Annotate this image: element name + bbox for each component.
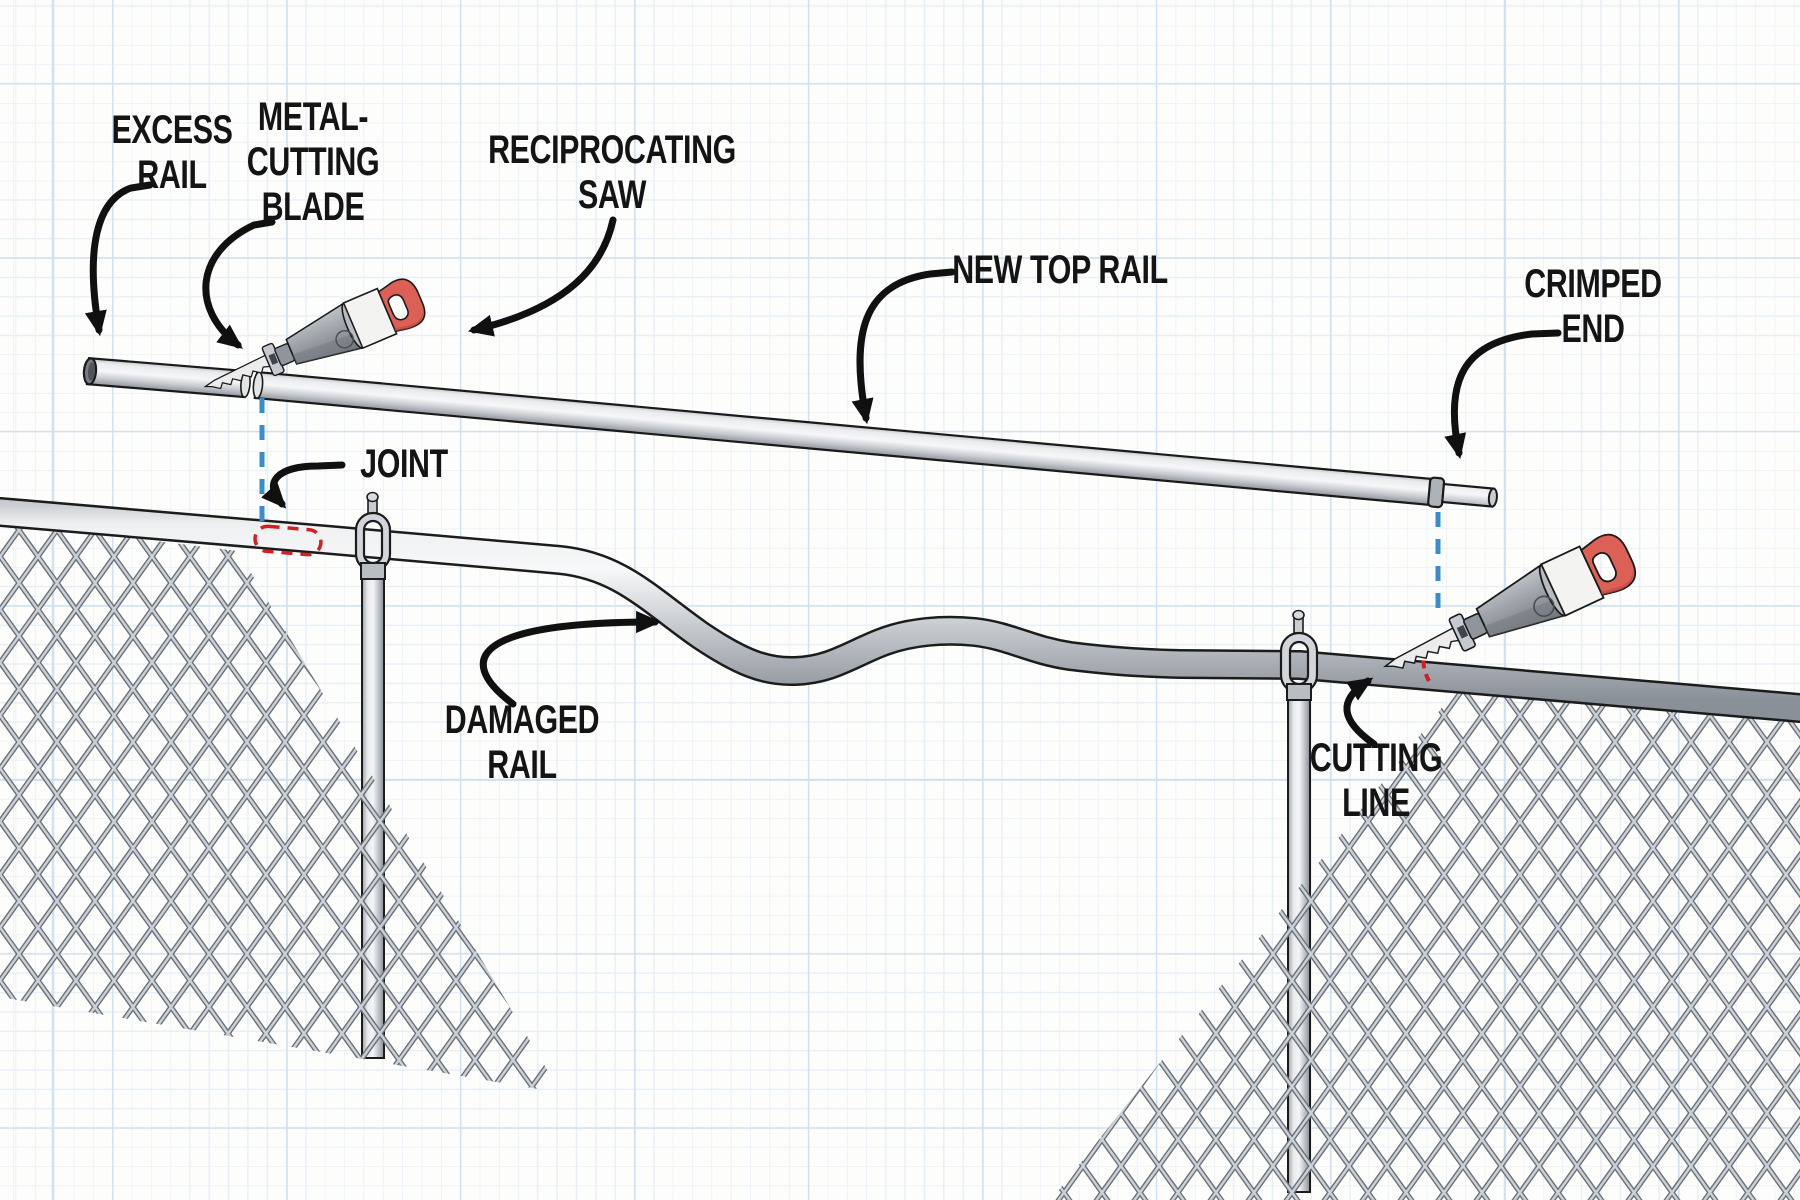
label-line: NEW TOP RAIL	[952, 248, 1168, 292]
label-excess-rail: EXCESS RAIL	[73, 108, 271, 198]
label-line: RAIL	[487, 743, 557, 788]
label-line: CUTTING	[246, 140, 380, 185]
leader-metal-cutting-blade	[202, 218, 276, 349]
label-line: RAIL	[137, 153, 207, 198]
label-line: BLADE	[261, 185, 365, 230]
leader-excess-rail	[84, 181, 154, 337]
crimped-end-illustration	[1427, 476, 1498, 509]
label-crimped-end: CRIMPED END	[1479, 262, 1707, 352]
leader-damaged-rail	[479, 610, 662, 708]
label-line: END	[1561, 307, 1625, 352]
label-damaged-rail: DAMAGED RAIL	[408, 698, 636, 788]
leader-reciprocating-saw	[467, 216, 617, 337]
label-line: JOINT	[360, 442, 448, 486]
leader-joint	[261, 461, 346, 509]
post-cap-right	[1279, 609, 1319, 701]
label-cutting-line: CUTTING LINE	[1262, 736, 1490, 826]
label-line: DAMAGED	[444, 698, 600, 742]
label-line: EXCESS	[111, 108, 233, 152]
damaged-rail-illustration	[0, 497, 1800, 723]
joint-marker	[253, 524, 323, 557]
post-cap-left	[354, 491, 392, 580]
label-line: CRIMPED	[1524, 262, 1662, 306]
label-metal-cutting-blade: METAL- CUTTING BLADE	[199, 95, 427, 231]
leader-new-top-rail	[851, 268, 956, 425]
label-line: RECIPROCATING	[488, 128, 736, 172]
label-line: CUTTING	[1309, 736, 1443, 780]
leader-arrows	[84, 181, 1562, 748]
label-reciprocating-saw: RECIPROCATING SAW	[452, 128, 771, 218]
chain-link-mesh-left	[0, 522, 561, 1093]
leader-cutting-line	[1343, 677, 1378, 748]
label-line: METAL-	[257, 95, 369, 139]
label-new-top-rail: NEW TOP RAIL	[885, 248, 1235, 293]
excess-rail-illustration	[82, 357, 251, 399]
label-line: SAW	[577, 173, 647, 218]
leader-crimped-end	[1444, 329, 1562, 460]
label-line: LINE	[1342, 781, 1410, 826]
new-top-rail-illustration	[252, 370, 1498, 509]
label-joint: JOINT	[328, 442, 480, 487]
